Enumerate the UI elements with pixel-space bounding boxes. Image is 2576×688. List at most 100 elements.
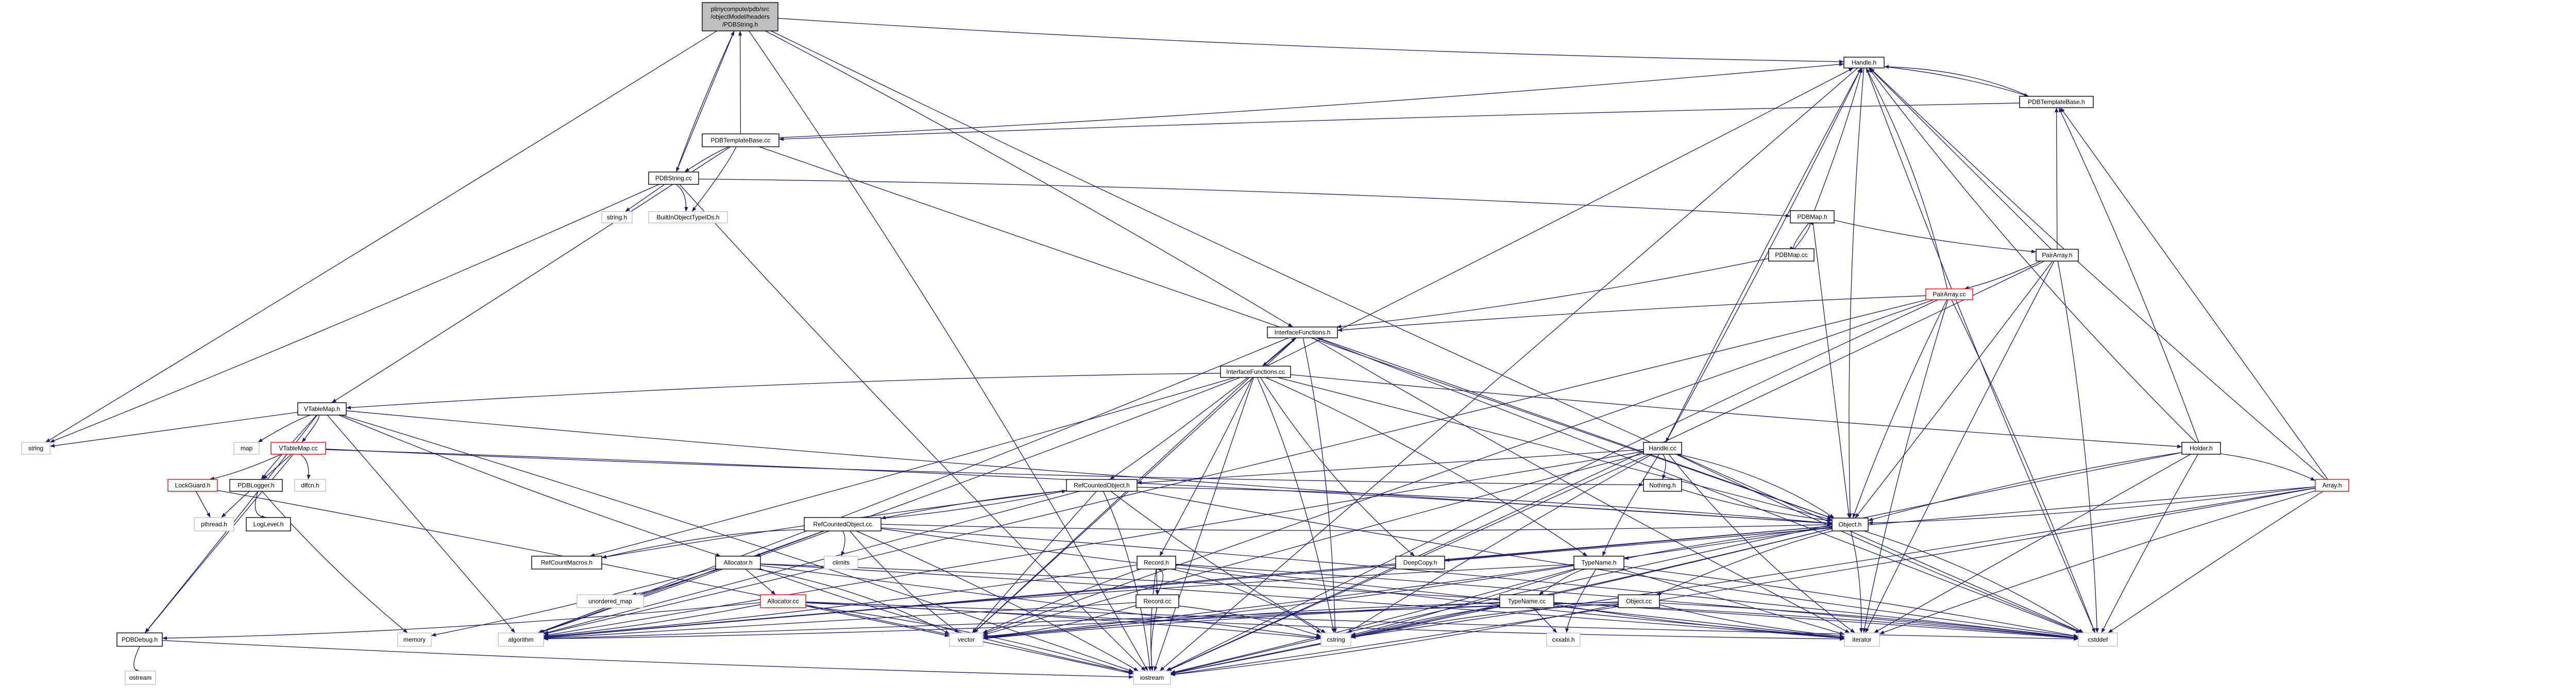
node-label: plinycompute/pdb/src/objectModel/headers… — [710, 6, 770, 28]
node-rco-cc[interactable]: RefCountedObject.cc — [804, 517, 882, 531]
node-typename-cc[interactable]: TypeName.cc — [1499, 594, 1554, 608]
node-loglevel-h[interactable]: LogLevel.h — [246, 517, 291, 531]
node-box — [2078, 632, 2118, 647]
edge-rco_h-to-vector — [972, 491, 1097, 633]
node-label: Record.h — [1144, 559, 1169, 566]
node-pdblogger-h[interactable]: PDBLogger.h — [229, 479, 283, 492]
edge-pdbtb_cc-to-handle_h — [778, 62, 1844, 138]
node-record-h[interactable]: Record.h — [1137, 556, 1176, 570]
edge-object_h-to-vector — [982, 526, 1833, 639]
node-rco-h[interactable]: RefCountedObject.h — [1066, 479, 1138, 492]
node-vtable-h[interactable]: VTableMap.h — [297, 402, 347, 416]
node-handle-cc[interactable]: Handle.cc — [1643, 442, 1682, 455]
node-label: dlfcn.h — [301, 482, 319, 489]
edge-iface_h-to-object_h — [1317, 337, 1833, 519]
node-box — [116, 632, 163, 647]
edge-pdbstring_cc-to-string_h — [625, 184, 665, 212]
edge-holder_h-to-iterator — [1873, 454, 2191, 633]
node-box — [1643, 479, 1682, 492]
node-box — [1546, 632, 1581, 647]
edge-pdblogger_h-to-memory — [262, 491, 408, 633]
node-box — [531, 556, 602, 570]
edge-vtable_h-to-map — [258, 415, 311, 443]
node-pairarray-cc[interactable]: PairArray.cc — [1925, 288, 1973, 300]
edge-vtable_h-to-algorithm — [327, 415, 516, 633]
node-box — [2181, 442, 2221, 455]
edge-allocator_h-to-allocator_cc — [745, 569, 776, 595]
edge-iface_h-to-algorithm — [537, 337, 1289, 633]
edge-iface_cc-to-rco_h — [1109, 377, 1248, 480]
edge-iface_h-to-cstring — [1302, 337, 1337, 633]
node-label: algorithm — [508, 636, 533, 643]
node-box — [397, 632, 432, 647]
node-pdbtb-cc[interactable]: PDBTemplateBase.cc — [702, 133, 779, 147]
node-label: VTableMap.h — [304, 405, 340, 412]
node-pdbstring-cc[interactable]: PDBString.cc — [648, 171, 699, 185]
edge-object_cc-to-iterator — [1659, 604, 1845, 638]
edge-object_cc-to-algorithm — [543, 601, 1619, 641]
edge-pdbdebug_h-to-ostream — [133, 646, 141, 673]
edge-typename_h-to-cstddef — [1623, 566, 2079, 638]
node-iface-h[interactable]: InterfaceFunctions.h — [1267, 326, 1338, 338]
node-label: Handle.h — [1852, 59, 1876, 66]
edge-handle_cc-to-vector — [982, 453, 1644, 636]
node-pdbmap-cc[interactable]: PDBMap.cc — [1768, 248, 1815, 262]
node-label: cstring — [1327, 636, 1345, 643]
node-pdbdebug-h[interactable]: PDBDebug.h — [116, 632, 163, 647]
node-label: PDBLogger.h — [238, 482, 274, 489]
edge-vtable_cc-to-pdblogger_h — [262, 454, 292, 480]
node-box — [1220, 366, 1291, 378]
node-pairarray-h[interactable]: PairArray.h — [2036, 249, 2079, 262]
node-root[interactable]: plinycompute/pdb/src/objectModel/headers… — [702, 2, 778, 31]
node-allocator-cc[interactable]: Allocator.cc — [760, 594, 806, 608]
node-box — [1573, 556, 1624, 570]
node-label: PDBTemplateBase.h — [2028, 98, 2085, 106]
node-deepcopy-h[interactable]: DeepCopy.h — [1395, 556, 1445, 570]
edge-record_cc-to-record_h — [1156, 567, 1164, 595]
node-label: RefCountedObject.h — [1074, 482, 1130, 489]
edge-pdbmap_h-to-handle_h — [1814, 67, 1863, 211]
edge-iface_cc-to-vtable_h — [346, 373, 1221, 410]
node-vtable-cc[interactable]: VTableMap.cc — [270, 442, 326, 455]
edge-array_h-to-iterator — [1879, 490, 2316, 634]
node-nothing-h[interactable]: Nothing.h — [1643, 479, 1682, 492]
node-box — [1136, 594, 1179, 608]
edge-vtable_cc-to-dlfcn_h — [300, 454, 311, 480]
node-holder-h[interactable]: Holder.h — [2181, 442, 2221, 455]
edge-vtable_h-to-iostream — [341, 415, 1134, 672]
edge-rco_h-to-object_h — [1137, 487, 1833, 525]
node-object-h[interactable]: Object.h — [1832, 518, 1869, 531]
node-rcmacros-h[interactable]: RefCountMacros.h — [531, 556, 602, 570]
edge-pairarray_cc-to-object_h — [1852, 299, 1947, 519]
edge-pairarray_h-to-cstddef — [2057, 261, 2099, 633]
edge-allocator_cc-to-pdbdebug_h — [162, 602, 761, 640]
node-pdbtb-h[interactable]: PDBTemplateBase.h — [2019, 96, 2094, 108]
edge-vtable_h-to-allocator_h — [338, 415, 721, 557]
edge-object_h-to-cstddef — [1863, 530, 2084, 633]
node-label: PairArray.cc — [1933, 291, 1965, 298]
node-handle-h[interactable]: Handle.h — [1843, 57, 1885, 68]
edge-iface_cc-to-record_h — [1159, 377, 1253, 557]
node-array-h[interactable]: Array.h — [2315, 479, 2349, 492]
node-box — [2036, 249, 2079, 262]
node-iface-cc[interactable]: InterfaceFunctions.cc — [1220, 366, 1291, 378]
edge-pdblogger_h-to-loglevel_h — [255, 491, 266, 520]
node-box — [125, 670, 156, 685]
node-box — [1643, 442, 1682, 455]
node-typename-h[interactable]: TypeName.h — [1573, 556, 1624, 570]
edge-record_h-to-cstring — [1171, 569, 1321, 634]
edge-record_cc-to-cstring — [1178, 605, 1321, 637]
node-record-cc[interactable]: Record.cc — [1136, 594, 1179, 608]
node-cstring: cstring — [1320, 632, 1351, 647]
edge-allocator_h-to-vector — [757, 569, 950, 634]
edge-handle_cc-to-iterator — [1668, 454, 1855, 633]
node-lockguard-h[interactable]: LockGuard.h — [167, 479, 218, 492]
node-memory: memory — [397, 632, 432, 647]
edge-root-to-string — [45, 30, 717, 443]
edge-rco_cc-to-climits — [841, 530, 845, 557]
node-unordered-map: unordered_map — [577, 594, 644, 608]
node-object-cc[interactable]: Object.cc — [1618, 594, 1660, 608]
edge-iface_cc-to-algorithm — [539, 377, 1241, 633]
node-pdbmap-h[interactable]: PDBMap.h — [1790, 210, 1835, 223]
node-allocator-h[interactable]: Allocator.h — [715, 556, 761, 570]
